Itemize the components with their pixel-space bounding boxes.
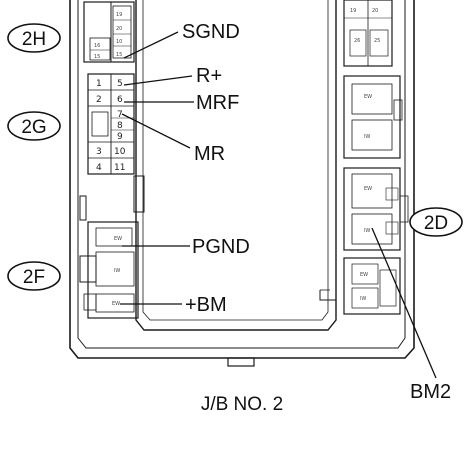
svg-text:EW: EW [112, 301, 120, 307]
connector-2g-oval [7, 111, 61, 141]
pin-9: 9 [117, 132, 123, 142]
connector-2h-body [83, 1, 135, 63]
right-bottom-connector [343, 257, 401, 315]
pin-3: 3 [96, 147, 102, 157]
svg-text:10: 10 [116, 39, 122, 45]
signal-sgnd: SGND [182, 21, 240, 43]
svg-text:EW: EW [364, 186, 372, 192]
signal-mrf: MRF [196, 92, 239, 114]
jb-housing-inner [77, 0, 406, 349]
svg-text:EW: EW [360, 272, 368, 278]
svg-text:20: 20 [372, 8, 378, 14]
pin-6: 6 [117, 95, 123, 105]
svg-text:16: 16 [94, 43, 100, 49]
svg-text:25: 25 [374, 38, 380, 44]
pin-8: 8 [117, 121, 123, 131]
rplus-leader [123, 75, 193, 86]
right-mid-connector [343, 75, 401, 159]
pin-5: 5 [117, 79, 123, 89]
svg-text:19: 19 [350, 8, 356, 14]
center-pad [135, 0, 337, 331]
connector-2d-oval [409, 207, 463, 237]
svg-text:lW: lW [364, 134, 370, 140]
svg-text:20: 20 [116, 26, 122, 32]
connector-2d-label: 2D [424, 213, 448, 234]
signal-rplus: R+ [196, 65, 222, 87]
pin-2: 2 [96, 95, 102, 105]
bm2-leader [371, 227, 437, 379]
center-pad-inner [142, 0, 329, 321]
pin-1: 1 [96, 79, 102, 89]
svg-text:15: 15 [94, 54, 100, 60]
svg-text:lW: lW [364, 228, 370, 234]
connector-2f-body [87, 221, 139, 319]
bottom-tab [227, 357, 255, 367]
connector-2h-label: 2H [22, 29, 46, 50]
signal-mr: MR [194, 143, 225, 165]
connector-2h-oval [7, 23, 61, 53]
pin-10: 10 [114, 147, 126, 157]
signal-bm2: BM2 [410, 381, 451, 403]
connector-2f-oval [7, 261, 61, 291]
svg-text:26: 26 [354, 38, 360, 44]
svg-text:lW: lW [360, 296, 366, 302]
svg-text:EW: EW [114, 236, 122, 242]
signal-bm: +BM [185, 294, 227, 316]
svg-text:19: 19 [116, 12, 122, 18]
signal-pgnd: PGND [192, 236, 250, 258]
svg-text:lW: lW [114, 268, 120, 274]
svg-text:EW: EW [364, 94, 372, 100]
connector-2g-label: 2G [21, 117, 46, 138]
svg-text:15: 15 [116, 52, 122, 58]
mr-leader [121, 113, 191, 149]
pin-4: 4 [96, 163, 102, 173]
diagram-caption: J/B NO. 2 [201, 394, 283, 415]
sgnd-leader [123, 31, 179, 59]
connector-2f-label: 2F [23, 267, 45, 288]
pin-11: 11 [114, 163, 125, 173]
pin-7: 7 [117, 110, 123, 120]
